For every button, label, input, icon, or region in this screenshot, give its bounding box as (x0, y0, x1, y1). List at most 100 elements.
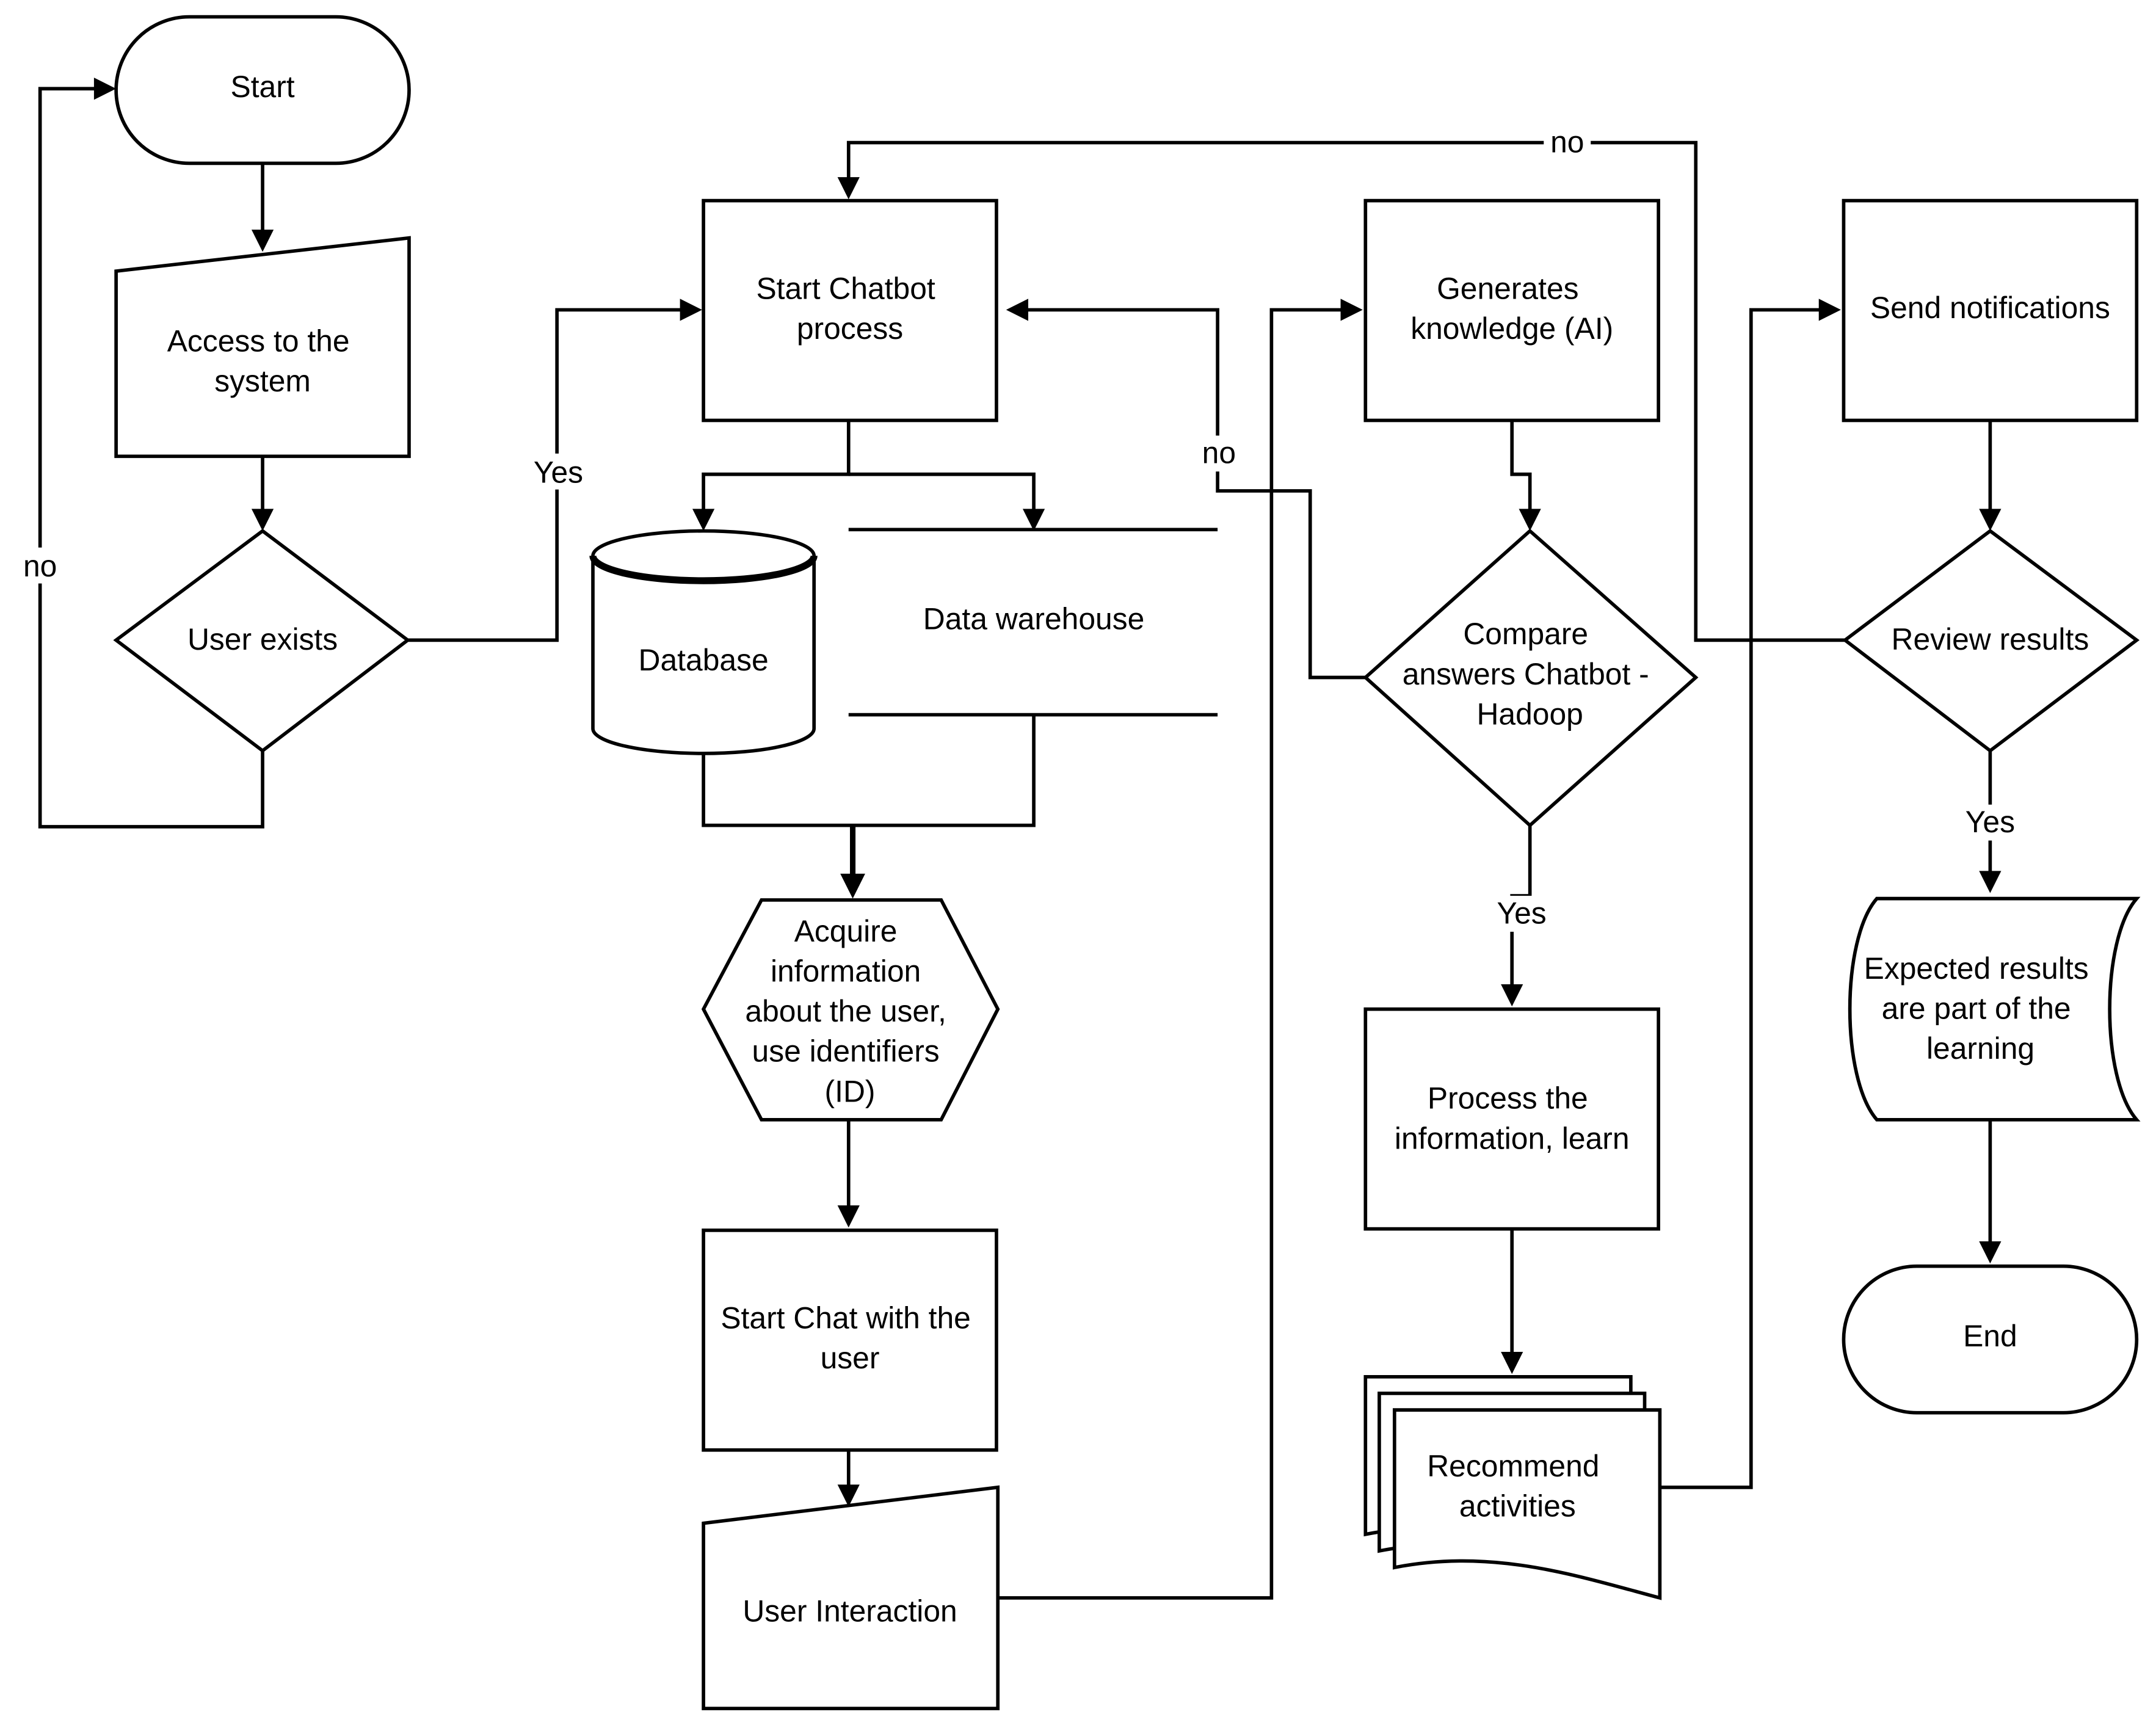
arrowhead-acquire (840, 873, 865, 899)
acquire-label-line3: about the user, (745, 994, 946, 1028)
user-exists-label: User exists (187, 622, 338, 656)
start-chatbot-label: Start Chatbot process (756, 271, 943, 346)
arrowhead-interaction (837, 1484, 860, 1507)
expected-label-line1: Expected results (1864, 951, 2089, 986)
edge-label-bg-userexists-no (16, 547, 64, 584)
edge-label-bg-compare-no (1195, 435, 1243, 472)
expected-results-label: Expected results are part of the learnin… (1864, 951, 2097, 1065)
acquire-label-line4: use identifiers (752, 1034, 940, 1069)
edge-label-bg-review-yes (1959, 804, 2021, 841)
edge-chatbot-split (702, 420, 851, 515)
edge-label-review-no: no (1550, 125, 1584, 159)
edge-label-compare-no: no (1202, 436, 1236, 470)
arrowhead-end (1979, 1241, 2002, 1264)
arrowhead-dw (1022, 509, 1045, 531)
recommend-label-line2: activities (1459, 1489, 1576, 1523)
process-info-label-line2: information, learn (1395, 1121, 1630, 1155)
arrowhead-chatbot-right (1006, 299, 1029, 321)
process-info-label: Process the information, learn (1395, 1081, 1630, 1156)
compare-label-line3: Hadoop (1476, 697, 1583, 731)
arrowheads (93, 78, 2002, 1507)
acquire-hexagon (701, 898, 1000, 1122)
arrowhead-compare (1519, 509, 1541, 531)
arrowhead-startchat (837, 1205, 860, 1228)
edge-generates-compare (1510, 420, 1532, 515)
database-cylinder-rim (589, 555, 818, 584)
edge-label-review-yes: Yes (1965, 805, 2015, 839)
edge-label-bg-userexists-yes (528, 453, 589, 490)
arrowhead-recommend (1501, 1352, 1523, 1374)
arrowhead-process (1501, 984, 1523, 1007)
data-warehouse (848, 528, 1218, 717)
arrowhead-access (251, 230, 274, 252)
start-chat-label-line1: Start Chat with the (720, 1301, 971, 1335)
edge-db-merge (702, 714, 1036, 827)
review-results-decision (1842, 529, 2140, 753)
database-cylinder (591, 529, 816, 755)
expected-label-line2: are part of the (1882, 992, 2071, 1026)
arrowhead-database (692, 509, 715, 531)
compare-label-line1: Compare (1463, 617, 1588, 651)
edge-label-bg-compare-yes (1490, 896, 1554, 932)
acquire-label: Acquire information about the user, use … (745, 914, 954, 1109)
arrowhead-notify (1818, 299, 1841, 321)
review-results-label: Review results (1892, 622, 2089, 656)
edge-review-no (846, 140, 1845, 642)
arrowhead-expected (1979, 871, 2002, 893)
edge-labels: no Yes no no Yes Yes (16, 125, 2021, 932)
access-manual-input (114, 236, 411, 459)
arrowhead-start (93, 78, 117, 100)
compare-label: Compare answers Chatbot - Hadoop (1403, 617, 1658, 731)
start-chat-process (702, 1229, 998, 1452)
data-warehouse-label: Data warehouse (923, 601, 1145, 636)
arrowhead-chatbot-left (680, 299, 702, 321)
edge-userexists-no (38, 87, 264, 829)
process-info-label-line1: Process the (1428, 1081, 1588, 1116)
access-label-line1: Access to the (167, 324, 350, 358)
expected-label-line3: learning (1926, 1031, 2034, 1065)
end-label: End (1963, 1319, 2017, 1353)
generates-label-line1: Generates (1437, 271, 1578, 305)
compare-label-line2: answers Chatbot - (1403, 657, 1649, 691)
edge-label-userexists-yes: Yes (534, 455, 583, 489)
start-chatbot-label-line1: Start Chatbot (756, 271, 935, 305)
user-interaction-label: User Interaction (742, 1594, 957, 1628)
shapes (113, 15, 2141, 1710)
acquire-label-line2: information (771, 954, 921, 988)
edge-label-compare-yes: Yes (1497, 896, 1546, 930)
access-label-line2: system (214, 364, 311, 398)
start-chat-label: Start Chat with the user (720, 1301, 979, 1376)
edge-recommend-notify (1658, 308, 1824, 1489)
edge-interaction-generates (998, 308, 1346, 1600)
start-chatbot-label-line2: process (797, 311, 903, 346)
access-label: Access to the system (167, 324, 358, 398)
send-notifications-process (1842, 198, 2139, 423)
arrowhead-chatbot-top (837, 177, 860, 200)
arrowhead-userexists (251, 509, 274, 531)
edge-label-bg-review-no (1544, 125, 1591, 161)
generates-knowledge-process (1363, 198, 1660, 423)
edge-chatbot-dw (848, 472, 1036, 515)
edge-compare-no (1022, 308, 1367, 680)
recommend-label: Recommend activities (1427, 1449, 1608, 1523)
recommend-doc-front (1393, 1408, 1662, 1600)
send-notifications-label: Send notifications (1870, 291, 2110, 325)
arrowhead-generates (1340, 299, 1363, 321)
start-terminator (114, 15, 411, 165)
start-chatbot-process (702, 198, 998, 423)
start-label: Start (230, 70, 294, 104)
user-interaction-manual-input (702, 1485, 1000, 1710)
user-exists-decision (113, 529, 411, 753)
recommend-label-line1: Recommend (1427, 1449, 1599, 1483)
database-label: Database (639, 643, 769, 677)
compare-decision (1363, 528, 1699, 828)
edge-label-userexists-no: no (23, 549, 57, 583)
arrowhead-review (1979, 509, 2002, 531)
generates-label: Generates knowledge (AI) (1410, 271, 1613, 346)
process-info-process (1363, 1007, 1660, 1231)
node-labels: Start Access to the system User exists S… (167, 70, 2110, 1628)
expected-stored-data (1848, 896, 2141, 1122)
end-terminator (1842, 1264, 2139, 1415)
acquire-label-line5: (ID) (825, 1074, 876, 1108)
